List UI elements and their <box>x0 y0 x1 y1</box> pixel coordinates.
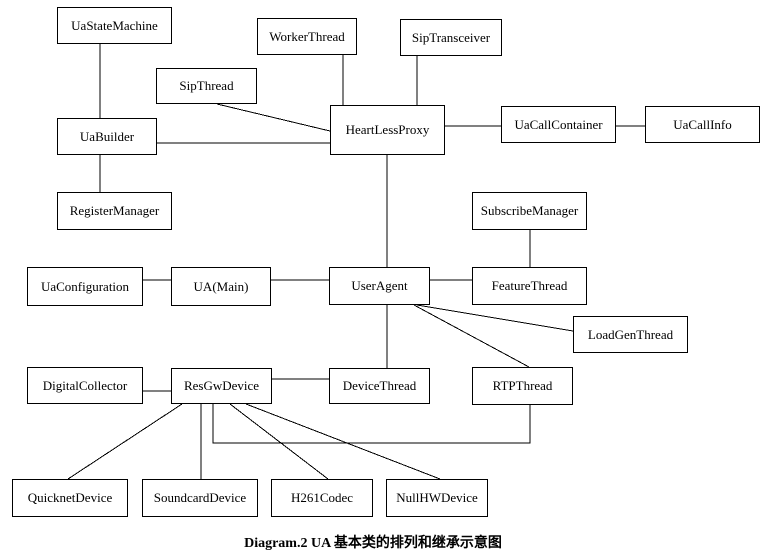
node-rtp-thread: RTPThread <box>472 367 573 405</box>
node-load-gen-thread: LoadGenThread <box>573 316 688 353</box>
node-ua-configuration: UaConfiguration <box>27 267 143 306</box>
edge-resgwdevice-rtpthread <box>212 404 531 444</box>
edge-resgwdevice-h261codec <box>229 403 329 480</box>
edge-resgwdevice-quicknetdevice <box>67 403 183 480</box>
node-h261-codec: H261Codec <box>271 479 373 517</box>
node-worker-thread: WorkerThread <box>257 18 357 55</box>
edge-useragent-rtpthread <box>413 304 530 368</box>
node-sip-transceiver: SipTransceiver <box>400 19 502 56</box>
node-user-agent: UserAgent <box>329 267 430 305</box>
node-ua-call-info: UaCallInfo <box>645 106 760 143</box>
node-ua-call-container: UaCallContainer <box>501 106 616 143</box>
diagram-caption: Diagram.2 UA 基本类的排列和继承示意图 <box>244 536 502 551</box>
node-device-thread: DeviceThread <box>329 368 430 404</box>
node-sip-thread: SipThread <box>156 68 257 104</box>
node-ua-main: UA(Main) <box>171 267 271 306</box>
node-ua-builder: UaBuilder <box>57 118 157 155</box>
edge-sipthread-heartlessproxy <box>216 103 331 132</box>
node-soundcard-device: SoundcardDevice <box>142 479 258 517</box>
edge-useragent-loadgenthread <box>416 304 574 332</box>
node-subscribe-manager: SubscribeManager <box>472 192 587 230</box>
node-null-hw-device: NullHWDevice <box>386 479 488 517</box>
node-digital-collector: DigitalCollector <box>27 367 143 404</box>
node-quicknet-device: QuicknetDevice <box>12 479 128 517</box>
node-register-manager: RegisterManager <box>57 192 172 230</box>
node-res-gw-device: ResGwDevice <box>171 368 272 404</box>
node-heart-less-proxy: HeartLessProxy <box>330 105 445 155</box>
node-feature-thread: FeatureThread <box>472 267 587 305</box>
edge-resgwdevice-nullhwdevice <box>245 403 441 480</box>
node-ua-state-machine: UaStateMachine <box>57 7 172 44</box>
